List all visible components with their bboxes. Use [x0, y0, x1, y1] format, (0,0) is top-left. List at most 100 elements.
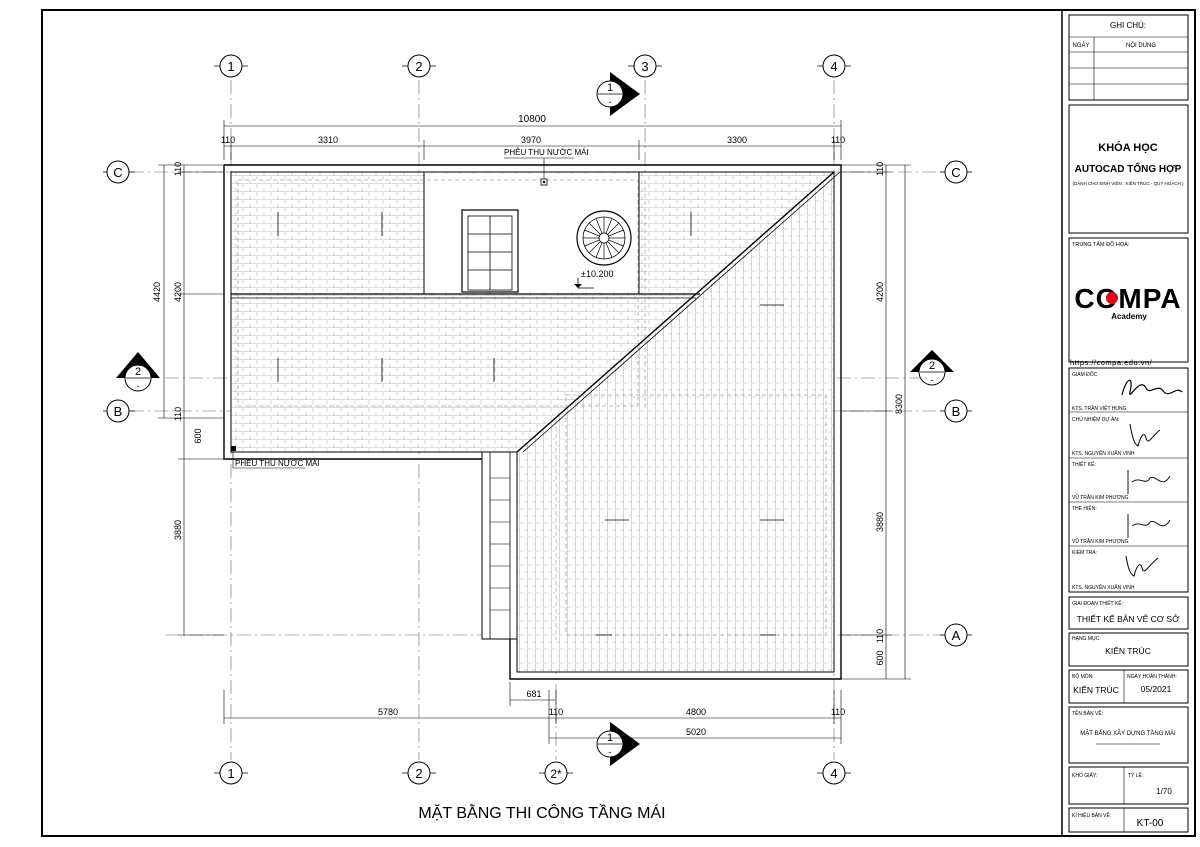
dim-right-3: 110	[875, 629, 885, 643]
dim-top-0: 110	[221, 135, 235, 145]
grid-label-c-left: C	[113, 165, 122, 180]
dim-bottom-2: 4800	[686, 707, 706, 717]
done-label: NGÀY HOÀN THÀNH:	[1127, 673, 1177, 680]
svg-text:2: 2	[135, 366, 141, 378]
grid-label-c-right: C	[951, 165, 960, 180]
dim-bottom-total: 5020	[686, 727, 706, 737]
level-mark: ±10.200	[574, 269, 613, 289]
logo-sub: Academy	[1111, 312, 1147, 321]
grid-label-1-top: 1	[227, 59, 234, 74]
dim-right-4: 600	[875, 650, 885, 665]
dept-label: BỘ MÔN:	[1072, 673, 1094, 680]
dim-bottom-0: 5780	[378, 707, 398, 717]
phase-value: THIẾT KẾ BẢN VẼ CƠ SỞ	[1077, 613, 1180, 624]
dim-left-4: 3880	[173, 520, 183, 540]
course-line-1: KHÓA HỌC	[1098, 141, 1158, 154]
signature-director	[1121, 379, 1183, 396]
drain-left-label: PHỄU THU NƯỚC MÁI	[235, 459, 320, 468]
dim-left-1: 4200	[173, 282, 183, 302]
code-label: KÍ HIỆU BẢN VẼ:	[1072, 811, 1111, 819]
done-value: 05/2021	[1141, 684, 1172, 694]
notes-col-date: NGÀY	[1072, 42, 1089, 49]
draw-label: THỂ HIỆN:	[1072, 504, 1097, 512]
grid-bubbles-bottom: 1 2 2* 4	[214, 761, 851, 785]
design-name: VŨ TRẦN KIM PHƯỢNG	[1072, 494, 1129, 501]
drawing-title: MẶT BẰNG THI CÔNG TẦNG MÁI	[418, 803, 665, 822]
pm-label: CHỦ NHIỆM DỰ ÁN:	[1072, 415, 1119, 423]
dim-right-outer: 8300	[894, 394, 904, 414]
dim-top-1: 3310	[318, 135, 338, 145]
drain-top-label: PHỄU THU NƯỚC MÁI	[504, 148, 589, 157]
section-mark-left: 2 -	[116, 352, 160, 392]
grid-label-3-top: 3	[641, 59, 648, 74]
design-label: THIẾT KẾ:	[1072, 461, 1096, 468]
dim-right-1: 4200	[875, 282, 885, 302]
section-mark-top: 1 -	[596, 72, 640, 116]
phase-label: GIAI ĐOẠN THIẾT KẾ:	[1072, 600, 1123, 607]
section-mark-bottom: 1 -	[596, 722, 640, 766]
dim-bottom-3: 110	[831, 707, 845, 717]
dim-top-4: 110	[831, 135, 845, 145]
dimensions-bottom	[223, 682, 842, 744]
drain-left	[231, 446, 236, 451]
grid-bubbles-top: 1 2 3 4	[214, 54, 851, 78]
scale-label: TỶ LỆ:	[1128, 771, 1143, 779]
notes-col-content: NỘI DUNG	[1126, 42, 1156, 49]
dim-left-3: 600	[193, 428, 203, 443]
course-line-3: (DÀNH CHO SINH VIÊN : KIẾN TRÚC - QUY HO…	[1072, 179, 1184, 186]
center-label: TRUNG TÂM ĐỒ HỌA:	[1072, 241, 1130, 248]
grid-label-4-top: 4	[830, 59, 837, 74]
grid-label-b-right: B	[952, 404, 961, 419]
scale-value: 1/70	[1156, 787, 1172, 796]
outer-frame	[41, 9, 1196, 837]
check-name: KTS. NGUYỄN XUÂN VINH	[1072, 584, 1135, 591]
svg-text:-: -	[137, 381, 140, 391]
item-value: KIẾN TRÚC	[1105, 646, 1151, 656]
director-label: GIÁM ĐỐC	[1072, 371, 1098, 378]
section-marks: 1 - 1 - 2 - 2 -	[116, 72, 954, 766]
grid-label-a-right: A	[952, 628, 961, 643]
dim-top-3: 3300	[727, 135, 747, 145]
roof-plan: ±10.200 PHỄU THU NƯỚC MÁI PHỄU THU NƯỚC …	[223, 148, 842, 680]
dim-top-2: 3970	[521, 135, 541, 145]
pm-name: KTS. NGUYỄN XUÂN VINH	[1072, 450, 1135, 457]
director-name: KTS. TRẦN VIỆT HÙNG	[1072, 404, 1127, 412]
notes-header: GHI CHÚ:	[1110, 21, 1146, 30]
svg-text:2: 2	[929, 360, 935, 372]
signature-design	[1127, 470, 1171, 494]
dim-681: 681	[526, 689, 541, 699]
course-line-2: AUTOCAD TỔNG HỢP	[1075, 162, 1182, 175]
logo-o-accent	[1106, 292, 1118, 304]
grid-label-2star-bottom: 2*	[550, 767, 562, 781]
dim-right-2: 3880	[875, 512, 885, 532]
round-window	[576, 210, 632, 266]
svg-text:-: -	[609, 97, 612, 107]
dim-top-total: 10800	[518, 114, 546, 125]
dim-left-0: 110	[173, 162, 183, 176]
dim-left-2: 110	[173, 407, 183, 421]
slope-arrows	[260, 171, 835, 636]
website: https://compa.edu.vn/	[1070, 358, 1153, 367]
roof-door	[461, 209, 519, 293]
signature-pm	[1129, 423, 1161, 447]
dim-bottom-1: 110	[549, 707, 563, 717]
svg-text:-: -	[609, 747, 612, 757]
check-label: KIỂM TRA:	[1072, 549, 1097, 556]
grid-label-2-top: 2	[415, 59, 422, 74]
dept-value: KIẾN TRÚC	[1073, 685, 1119, 695]
grid-label-1-bottom: 1	[227, 766, 234, 781]
grid-bubbles-rows: C C B B A	[103, 160, 972, 647]
dim-left-outer: 4420	[152, 282, 162, 302]
code-value: KT-00	[1137, 818, 1164, 829]
paper-label: KHỔ GIẤY:	[1072, 772, 1097, 779]
grid-label-b-left: B	[114, 404, 123, 419]
section-mark-right: 2 -	[910, 350, 954, 386]
grid-label-2-bottom: 2	[415, 766, 422, 781]
dimensions-left	[158, 164, 224, 636]
draw-name: VŨ TRẦN KIM PHƯỢNG	[1072, 538, 1129, 545]
dimensions-top	[223, 120, 842, 160]
logo-main: COMPA	[1074, 283, 1181, 314]
dim-right-0: 110	[875, 162, 885, 176]
sheetname-label: TÊN BẢN VẼ:	[1072, 709, 1103, 717]
